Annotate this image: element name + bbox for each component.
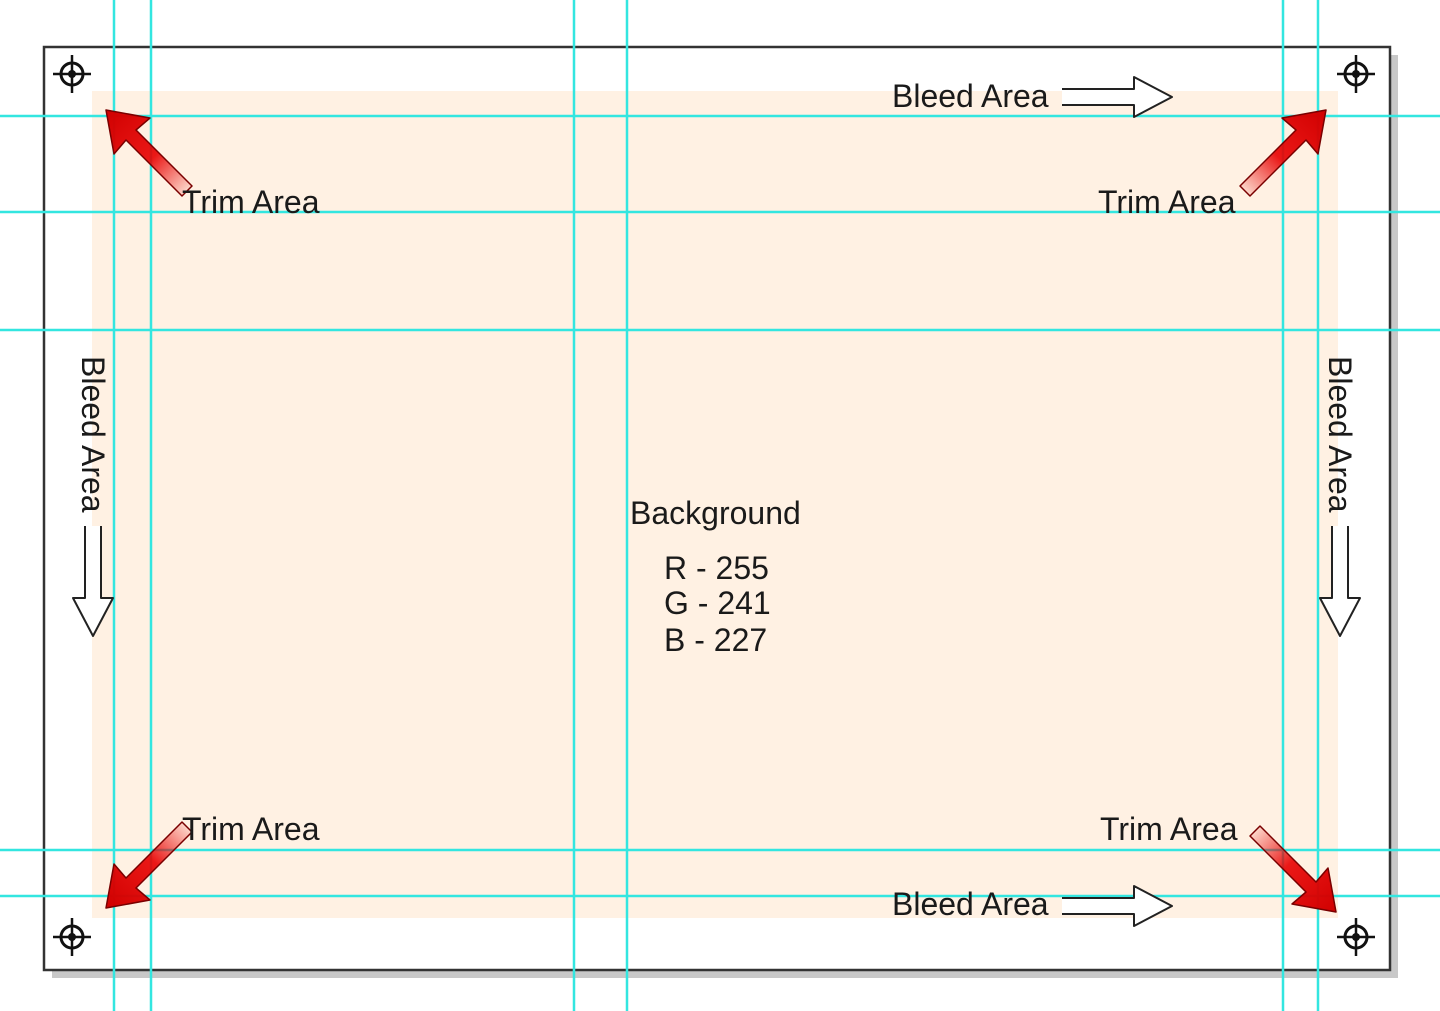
bleed-label-right: Bleed Area — [1322, 356, 1358, 513]
trim-label-top-right: Trim Area — [1098, 184, 1236, 220]
background-b-value: B - 227 — [664, 622, 767, 658]
trim-label-bottom-right: Trim Area — [1100, 811, 1238, 847]
trim-label-bottom-left: Trim Area — [182, 811, 320, 847]
background-r-value: R - 255 — [664, 550, 769, 586]
trim-label-top-left: Trim Area — [182, 184, 320, 220]
background-bleed-fill — [92, 91, 1338, 918]
background-title: Background — [630, 495, 801, 531]
background-g-value: G - 241 — [664, 585, 771, 621]
bleed-label-left: Bleed Area — [75, 356, 111, 513]
bleed-label-top: Bleed Area — [892, 78, 1049, 114]
bleed-label-bottom: Bleed Area — [892, 886, 1049, 922]
